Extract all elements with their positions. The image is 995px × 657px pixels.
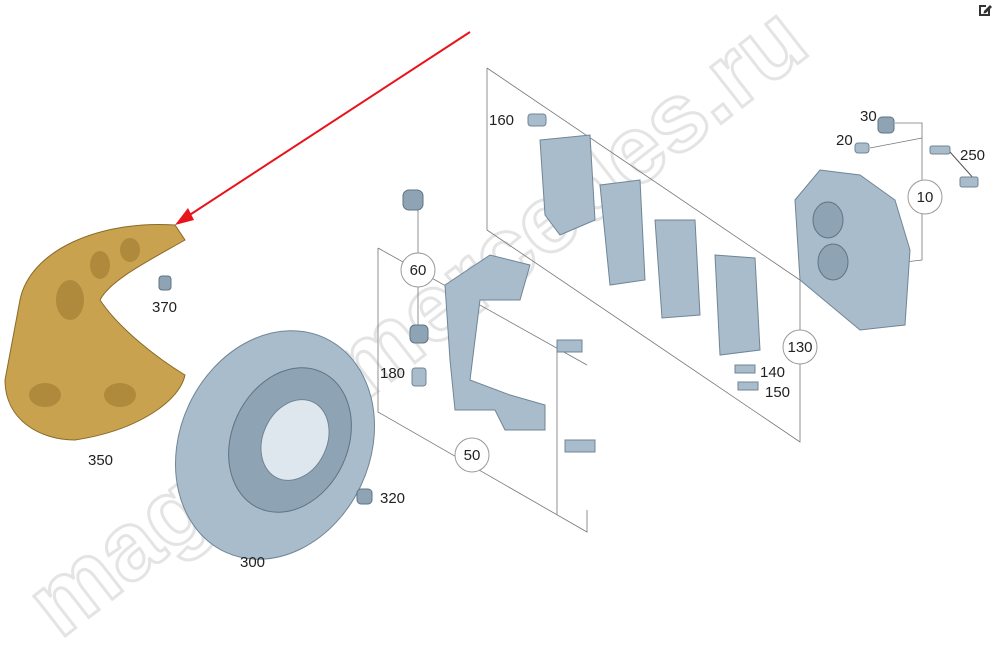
callout-10-circle[interactable]	[907, 179, 943, 215]
shield-holes	[29, 238, 140, 407]
callout-10[interactable]: 10	[917, 189, 934, 206]
callout-130[interactable]: 130	[787, 339, 812, 356]
highlight-arrow	[175, 31, 471, 225]
brake-disc-part[interactable]	[139, 298, 411, 592]
callout-160[interactable]: 160	[489, 112, 514, 129]
callout-300[interactable]: 300	[240, 554, 265, 571]
callout-370[interactable]: 370	[152, 299, 177, 316]
callout-140[interactable]: 140	[760, 364, 785, 381]
callout-250[interactable]: 250	[960, 147, 985, 164]
small-parts	[158, 113, 979, 505]
callout-150[interactable]: 150	[765, 384, 790, 401]
callout-130-circle[interactable]	[782, 329, 818, 365]
callout-320[interactable]: 320	[380, 490, 405, 507]
brake-caliper-part[interactable]	[794, 169, 911, 331]
callout-20[interactable]: 20	[836, 132, 853, 149]
callout-350[interactable]: 350	[88, 452, 113, 469]
brake-pads-part[interactable]	[539, 134, 761, 356]
caliper-carrier-part[interactable]	[444, 254, 546, 431]
callout-50-circle[interactable]	[454, 437, 490, 473]
edit-icon[interactable]	[977, 2, 993, 18]
callout-30[interactable]: 30	[860, 108, 877, 125]
callout-60[interactable]: 60	[410, 262, 427, 279]
callout-180[interactable]: 180	[380, 365, 405, 382]
callout-50[interactable]: 50	[464, 447, 481, 464]
callout-60-circle[interactable]	[400, 252, 436, 288]
